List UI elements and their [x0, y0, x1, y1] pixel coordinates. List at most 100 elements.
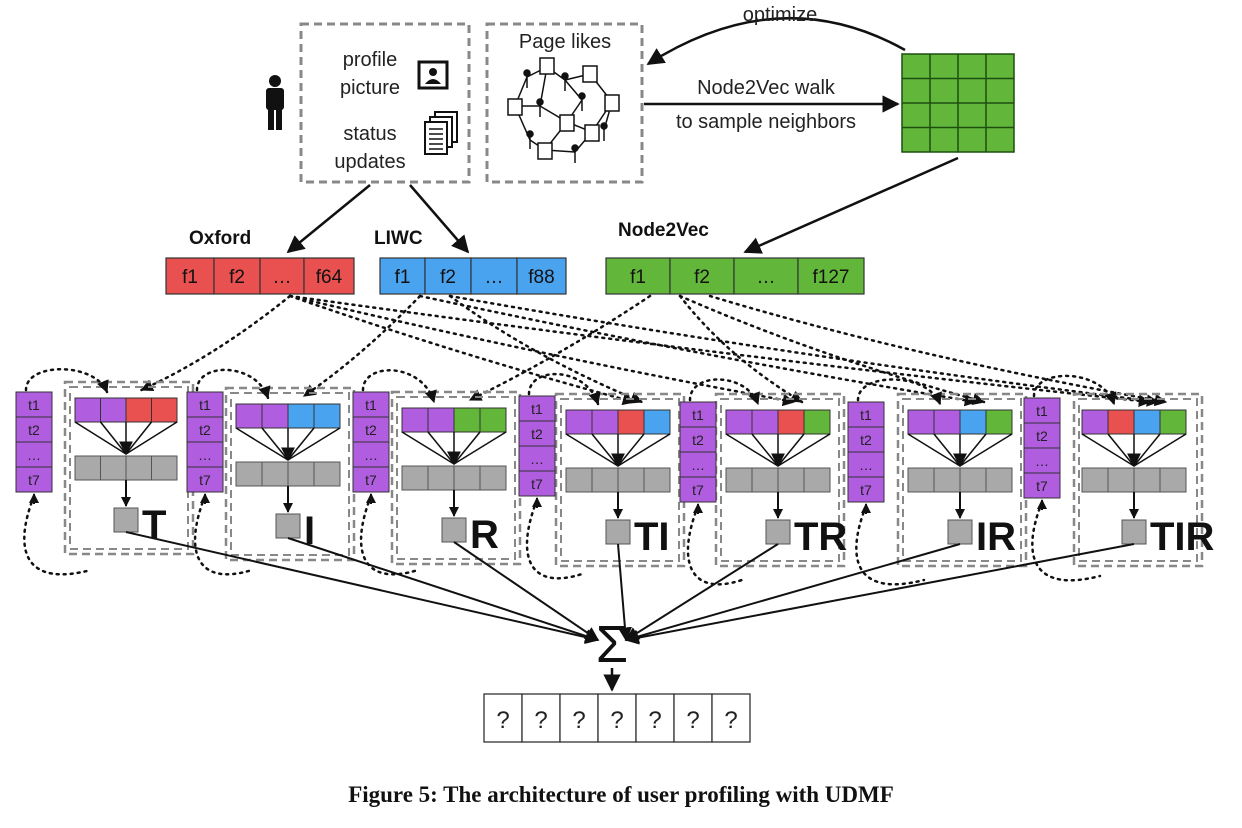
hidden-cell: [1107, 467, 1135, 493]
input-segment: [959, 409, 987, 435]
time-step-cell: [679, 476, 717, 503]
hidden-cell: [125, 455, 152, 481]
attention-line: [125, 421, 153, 455]
oxford-title: Oxford: [189, 228, 251, 249]
attention-line: [1107, 433, 1135, 467]
sum-input-arrow: [624, 543, 1135, 645]
sum-input-arrow: [453, 541, 600, 641]
input-segment: [1081, 409, 1109, 435]
walk-label-1: Node2Vec walk: [697, 77, 836, 99]
optimize-arrow: [646, 16, 906, 66]
sum-input-arrow: [287, 537, 600, 643]
time-step-label: …: [27, 447, 41, 463]
input-segment: [985, 409, 1013, 435]
time-step-label: t1: [860, 407, 872, 423]
attention-line: [617, 433, 645, 467]
time-input-link: [24, 368, 109, 394]
hidden-cell: [1159, 467, 1187, 493]
input-segment: [803, 409, 831, 435]
attention-line: [287, 427, 315, 461]
attention-line: [125, 421, 178, 455]
module-frame: [1072, 392, 1204, 568]
hidden-cell: [803, 467, 831, 493]
attention-line: [959, 433, 987, 467]
time-step-label: t1: [531, 401, 543, 417]
time-input-link: [527, 373, 601, 406]
time-step-label: t7: [28, 472, 40, 488]
time-step-cell: [352, 391, 390, 418]
module-frame-inner: [720, 398, 840, 562]
attention-line: [751, 433, 779, 467]
recurrent-loop: [23, 494, 93, 576]
hidden-cell: [725, 467, 753, 493]
input-segment: [643, 409, 671, 435]
time-step-cell: [352, 466, 390, 493]
module-frame-inner: [1078, 398, 1198, 562]
time-step-label: t1: [365, 397, 377, 413]
time-input-link: [361, 369, 437, 404]
hidden-cell: [74, 455, 101, 481]
output-node: [947, 519, 973, 545]
time-input-link: [856, 378, 942, 406]
module-label: TI: [634, 515, 670, 559]
feature-link: [468, 294, 652, 402]
arrow-to-liwc: [409, 184, 470, 254]
input-segment: [591, 409, 619, 435]
feature-link: [708, 294, 1168, 407]
hidden-cell: [751, 467, 779, 493]
module-label: R: [470, 513, 499, 557]
attention-line: [235, 427, 289, 461]
hidden-cell: [100, 455, 127, 481]
time-step-label: …: [364, 447, 378, 463]
attention-line: [427, 431, 455, 465]
output-node: [441, 517, 467, 543]
status-updates-label-2: updates: [334, 151, 405, 173]
hidden-cell: [313, 461, 341, 487]
hidden-cell: [565, 467, 593, 493]
input-segment: [617, 409, 645, 435]
feature-cell-label: f2: [229, 267, 245, 288]
module-frame-inner: [230, 392, 350, 556]
profile-input-box: [299, 22, 471, 184]
input-segment: [74, 397, 101, 423]
hidden-cell: [591, 467, 619, 493]
time-step-cell: [679, 401, 717, 428]
output-cell: [711, 693, 751, 743]
input-segment: [125, 397, 152, 423]
hidden-cell: [1081, 467, 1109, 493]
feature-cell-label: …: [757, 267, 776, 288]
page-likes-graph-icon: [507, 57, 620, 163]
feature-link: [302, 294, 422, 398]
time-step-cell: [518, 420, 556, 447]
feature-cell: [605, 257, 671, 295]
feature-link: [140, 294, 292, 392]
time-step-cell: [15, 441, 53, 468]
sum-arrows: [125, 531, 1135, 645]
time-step-cell: [186, 466, 224, 493]
time-step-label: …: [859, 457, 873, 473]
feature-cell: [516, 257, 567, 295]
attention-line: [565, 433, 619, 467]
hidden-cell: [777, 467, 805, 493]
time-step-cell: [15, 466, 53, 493]
feature-cell: [424, 257, 472, 295]
attention-line: [287, 427, 341, 461]
sum-input-arrow: [617, 543, 632, 642]
feature-cell: [165, 257, 215, 295]
time-step-label: t2: [692, 432, 704, 448]
time-step-label: …: [198, 447, 212, 463]
recurrent-loop: [686, 504, 744, 586]
time-step-cell: [1023, 472, 1061, 499]
feature-cell-label: f127: [813, 267, 850, 288]
hidden-cell: [401, 465, 429, 491]
input-segment: [479, 407, 507, 433]
node2vec-title: Node2Vec: [618, 220, 709, 241]
